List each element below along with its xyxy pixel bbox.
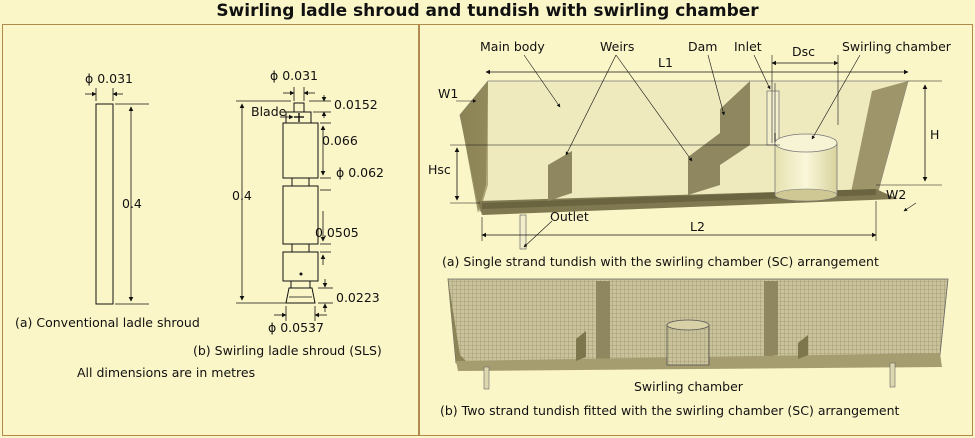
tundish-panel: Main body Weirs Dam Inlet Dsc Swirling c… <box>419 24 973 436</box>
tundish-drawing: Main body Weirs Dam Inlet Dsc Swirling c… <box>428 39 952 418</box>
l2-label: L2 <box>690 219 705 234</box>
weirs-label: Weirs <box>600 39 634 54</box>
outlet-label: Outlet <box>550 209 589 224</box>
sls-top-diameter-label: ϕ 0.031 <box>270 68 318 83</box>
sls-bottom-diameter-label: ϕ 0.0537 <box>268 320 324 335</box>
two-strand-swirling-chamber-label: Swirling chamber <box>634 379 744 394</box>
sls-segment2-length-label: 0.0505 <box>315 225 359 240</box>
sls-blade-label: Blade <box>251 104 287 119</box>
swirling-chamber-label: Swirling chamber <box>842 39 952 54</box>
dam-label: Dam <box>688 39 717 54</box>
w2-label: W2 <box>886 187 906 202</box>
conventional-length-label: 0.4 <box>122 196 142 211</box>
units-note: All dimensions are in metres <box>77 365 255 380</box>
hsc-label: Hsc <box>428 162 451 177</box>
main-body-label: Main body <box>480 39 545 54</box>
ladle-shroud-drawing: ϕ 0.031 0.4 (a) Conventional ladle shrou… <box>15 68 384 380</box>
sls-mid-diameter-label: ϕ 0.062 <box>336 165 384 180</box>
sls-blade-length-label: 0.0152 <box>334 97 378 112</box>
single-strand-caption: (a) Single strand tundish with the swirl… <box>442 254 879 269</box>
sls-segment-length-label: 0.066 <box>322 133 358 148</box>
two-strand-tundish <box>447 278 949 390</box>
sls-caption: (b) Swirling ladle shroud (SLS) <box>193 343 382 358</box>
conventional-shroud <box>85 88 149 305</box>
conventional-caption: (a) Conventional ladle shroud <box>15 315 200 330</box>
two-strand-caption: (b) Two strand tundish fitted with the s… <box>440 403 900 418</box>
conventional-diameter-label: ϕ 0.031 <box>85 71 133 86</box>
sls-total-length-label: 0.4 <box>232 188 252 203</box>
figure-title: Swirling ladle shroud and tundish with s… <box>216 1 759 21</box>
w1-label: W1 <box>438 86 458 101</box>
l1-label: L1 <box>658 55 673 70</box>
single-strand-tundish <box>450 54 942 250</box>
inlet-label: Inlet <box>734 39 762 54</box>
dsc-label: Dsc <box>792 44 815 59</box>
swirling-ladle-shroud <box>236 87 333 321</box>
sls-bottom-length-label: 0.0223 <box>336 290 380 305</box>
h-label: H <box>930 127 939 142</box>
ladle-shroud-panel: ϕ 0.031 0.4 (a) Conventional ladle shrou… <box>2 24 419 436</box>
